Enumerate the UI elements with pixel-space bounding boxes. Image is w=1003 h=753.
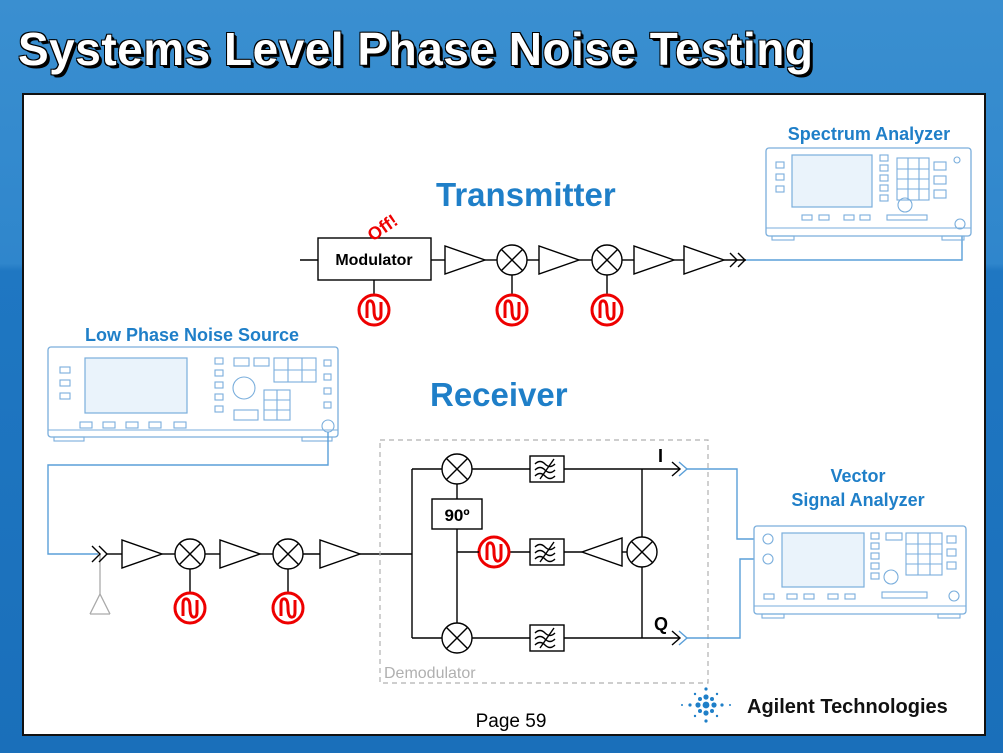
tx-mixer-2 bbox=[591, 244, 623, 276]
demodulator-label: Demodulator bbox=[384, 665, 476, 682]
low-noise-source-screen bbox=[84, 357, 188, 414]
phase-shift-label: 90º bbox=[444, 506, 469, 525]
vsa-q-input bbox=[762, 553, 774, 565]
tx-amp-2 bbox=[538, 245, 582, 275]
slide-title: Systems Level Phase Noise Testing bbox=[18, 23, 814, 75]
transmitter-label: Transmitter bbox=[436, 176, 616, 213]
source-to-receiver-cable bbox=[47, 432, 329, 555]
low-noise-source-knob bbox=[232, 376, 256, 400]
vsa-screen bbox=[781, 532, 865, 588]
tx-amp-4 bbox=[683, 245, 727, 275]
q-mixer bbox=[441, 622, 473, 654]
q-cable bbox=[687, 558, 765, 639]
rx-lo-source-2 bbox=[271, 591, 305, 625]
spectrum-analyzer-screen bbox=[791, 154, 873, 208]
receiver-chain: Receiver bbox=[47, 376, 709, 684]
modulator-label: Modulator bbox=[335, 252, 412, 269]
vsa-i-input bbox=[762, 533, 774, 545]
receiver-label: Receiver bbox=[430, 376, 568, 413]
modulator-block bbox=[317, 237, 432, 281]
recovery-mixer bbox=[626, 536, 658, 568]
tx-lo-source-1 bbox=[495, 293, 529, 327]
vsa-label-line2: Signal Analyzer bbox=[791, 490, 924, 510]
tx-lo-source-2 bbox=[590, 293, 624, 327]
rx-lo-source-1 bbox=[173, 591, 207, 625]
transmitter-chain: Transmitter Modulator Off! bbox=[300, 176, 963, 327]
spectrum-analyzer-input bbox=[954, 218, 966, 230]
tx-amp-1 bbox=[444, 245, 488, 275]
spectrum-analyzer-label: Spectrum Analyzer bbox=[788, 124, 950, 144]
rx-amp-2 bbox=[219, 539, 263, 569]
vector-signal-analyzer: Vector Signal Analyzer bbox=[687, 466, 967, 639]
q-label: Q bbox=[654, 614, 668, 634]
demod-lo-source bbox=[477, 535, 511, 569]
i-label: I bbox=[658, 446, 663, 466]
tx-amp-3 bbox=[633, 245, 677, 275]
rx-mixer-1 bbox=[174, 538, 206, 570]
phase-shifter-block bbox=[431, 498, 483, 530]
recovery-filter bbox=[529, 538, 565, 566]
rx-amp-3 bbox=[319, 539, 363, 569]
modulator-lo-source bbox=[357, 293, 391, 327]
q-filter bbox=[529, 624, 565, 652]
spectrum-analyzer-knob bbox=[897, 197, 913, 213]
system-diagram: Transmitter Modulator Off! bbox=[47, 124, 972, 732]
i-cable bbox=[687, 468, 765, 540]
vsa-label-line1: Vector bbox=[830, 466, 885, 486]
rx-amp-1 bbox=[121, 539, 165, 569]
recovery-amp bbox=[579, 537, 623, 567]
low-phase-noise-source: Low Phase Noise Source bbox=[47, 325, 339, 442]
demodulator-box bbox=[379, 439, 709, 684]
vsa-knob bbox=[883, 569, 899, 585]
brand-name: Agilent Technologies bbox=[747, 696, 948, 718]
tx-cable bbox=[746, 228, 963, 261]
tx-connector bbox=[729, 252, 738, 268]
i-connector bbox=[671, 461, 682, 477]
antenna-icon bbox=[89, 554, 111, 615]
rx-mixer-2 bbox=[272, 538, 304, 570]
q-connector bbox=[671, 630, 682, 646]
spectrum-analyzer: Spectrum Analyzer bbox=[765, 124, 972, 241]
low-noise-source-label: Low Phase Noise Source bbox=[85, 325, 299, 345]
i-filter bbox=[529, 455, 565, 483]
agilent-logo-icon bbox=[681, 687, 731, 723]
tx-mixer-1 bbox=[496, 244, 528, 276]
rx-connector bbox=[91, 545, 101, 563]
i-mixer bbox=[441, 453, 473, 485]
content-panel: Transmitter Modulator Off! bbox=[22, 93, 986, 736]
page-number: Page 59 bbox=[476, 711, 547, 732]
